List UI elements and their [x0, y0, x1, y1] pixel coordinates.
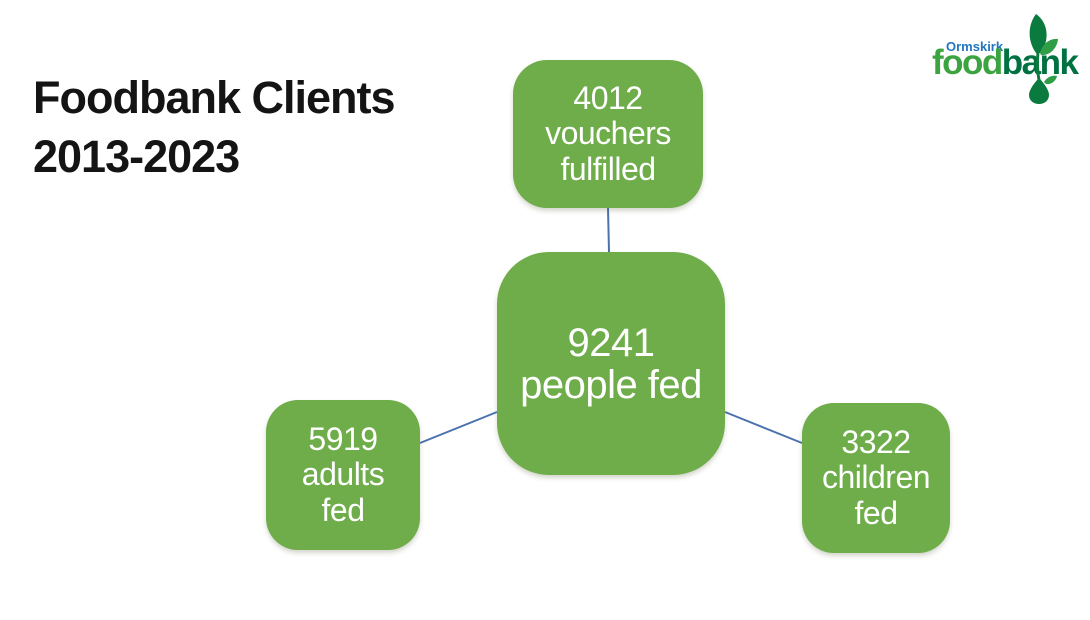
vouchers-label: vouchers fulfilled — [545, 115, 671, 187]
foodbank-logo: Ormskirk foodbank — [920, 5, 1085, 105]
node-people-fed: 9241 people fed — [497, 252, 725, 475]
logo-food-text: food — [932, 43, 1003, 82]
logo-town-label: Ormskirk — [946, 39, 1004, 54]
title-line-1: Foodbank Clients — [33, 72, 396, 123]
adults-fed-value: 5919 — [308, 421, 378, 458]
adults-fed-label: adults fed — [301, 456, 385, 528]
people-fed-label: people fed — [520, 362, 702, 407]
children-fed-label: children fed — [821, 459, 931, 531]
title-line-2: 2013-2023 — [33, 131, 240, 183]
page-title: Foodbank Clients 2013-2023 — [33, 68, 396, 187]
connector-top — [607, 207, 610, 253]
node-children-fed: 3322 children fed — [802, 403, 950, 553]
seedling-droplet-icon — [1029, 14, 1058, 104]
connector-left — [419, 411, 498, 444]
children-fed-value: 3322 — [841, 424, 911, 461]
people-fed-value: 9241 — [567, 320, 655, 365]
connector-right — [724, 411, 803, 444]
logo-brand-label: foodbank — [932, 43, 1079, 82]
node-adults-fed: 5919 adults fed — [266, 400, 420, 550]
vouchers-value: 4012 — [573, 80, 643, 117]
node-vouchers-fulfilled: 4012 vouchers fulfilled — [513, 60, 703, 208]
